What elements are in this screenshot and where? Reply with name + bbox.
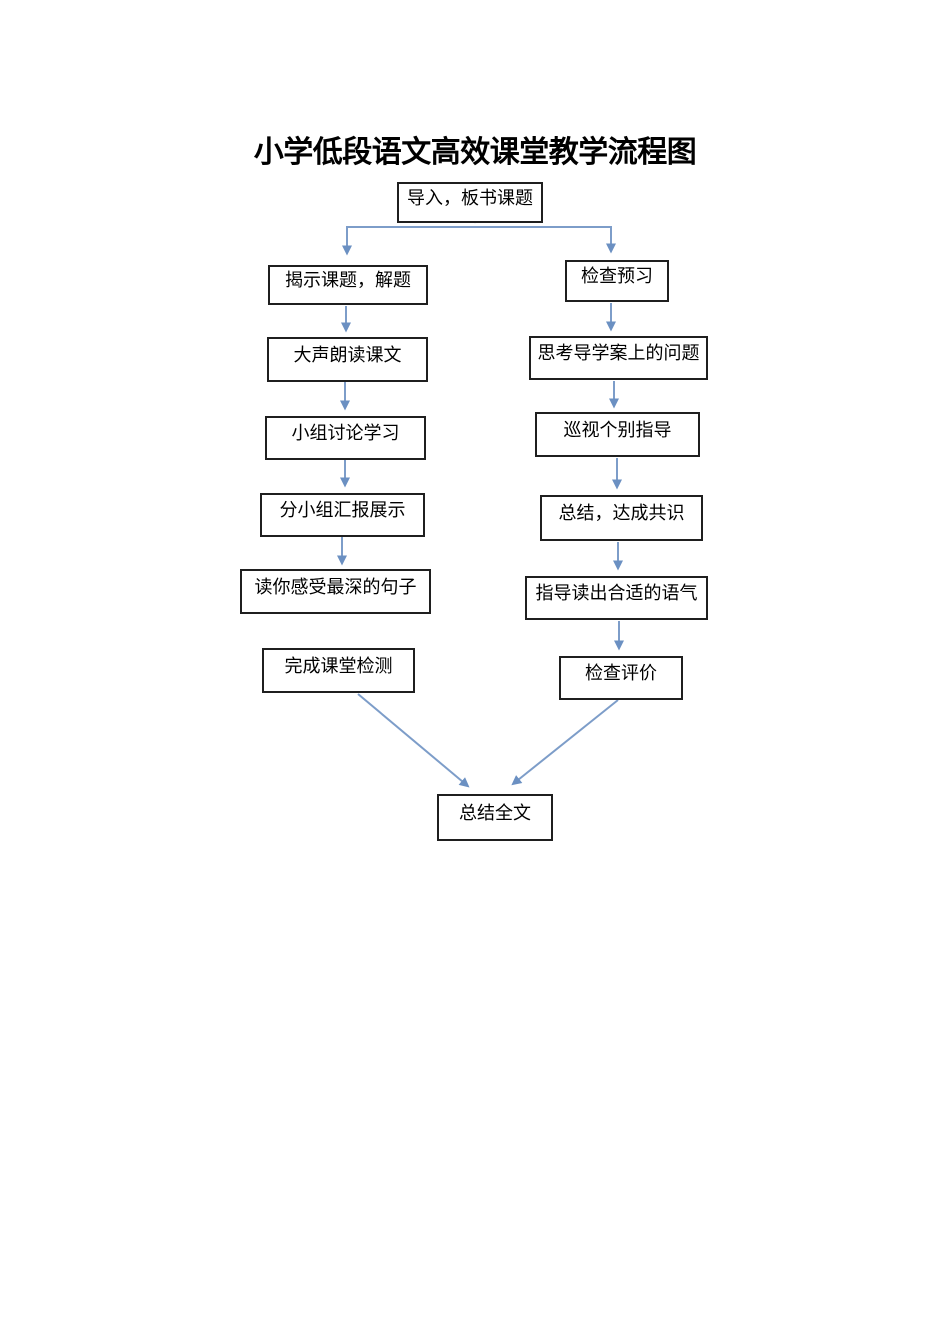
flow-node-right-5: 指导读出合适的语气 (525, 576, 708, 620)
flow-node-root: 导入，板书课题 (397, 182, 543, 223)
flow-node-left-4: 分小组汇报展示 (260, 493, 425, 537)
flow-node-left-5: 读你感受最深的句子 (240, 569, 431, 614)
flow-node-right-4: 总结，达成共识 (540, 495, 703, 541)
split-connector (342, 226, 616, 256)
flow-node-right-2: 思考导学案上的问题 (529, 336, 708, 380)
flow-node-end: 总结全文 (437, 794, 553, 841)
flow-node-right-3: 巡视个别指导 (535, 412, 700, 457)
flow-node-left-1: 揭示课题，解题 (268, 265, 428, 305)
flow-node-left-3: 小组讨论学习 (265, 416, 426, 460)
arrow-right-diagonal-to-end (511, 699, 619, 786)
arrow-left-diagonal-to-end (357, 693, 470, 788)
diagram-title: 小学低段语文高效课堂教学流程图 (253, 136, 697, 169)
flow-node-right-1: 检查预习 (565, 260, 669, 302)
flow-node-left-6: 完成课堂检测 (262, 648, 415, 693)
flow-node-left-2: 大声朗读课文 (267, 337, 428, 382)
flow-node-right-6: 检查评价 (559, 656, 683, 700)
